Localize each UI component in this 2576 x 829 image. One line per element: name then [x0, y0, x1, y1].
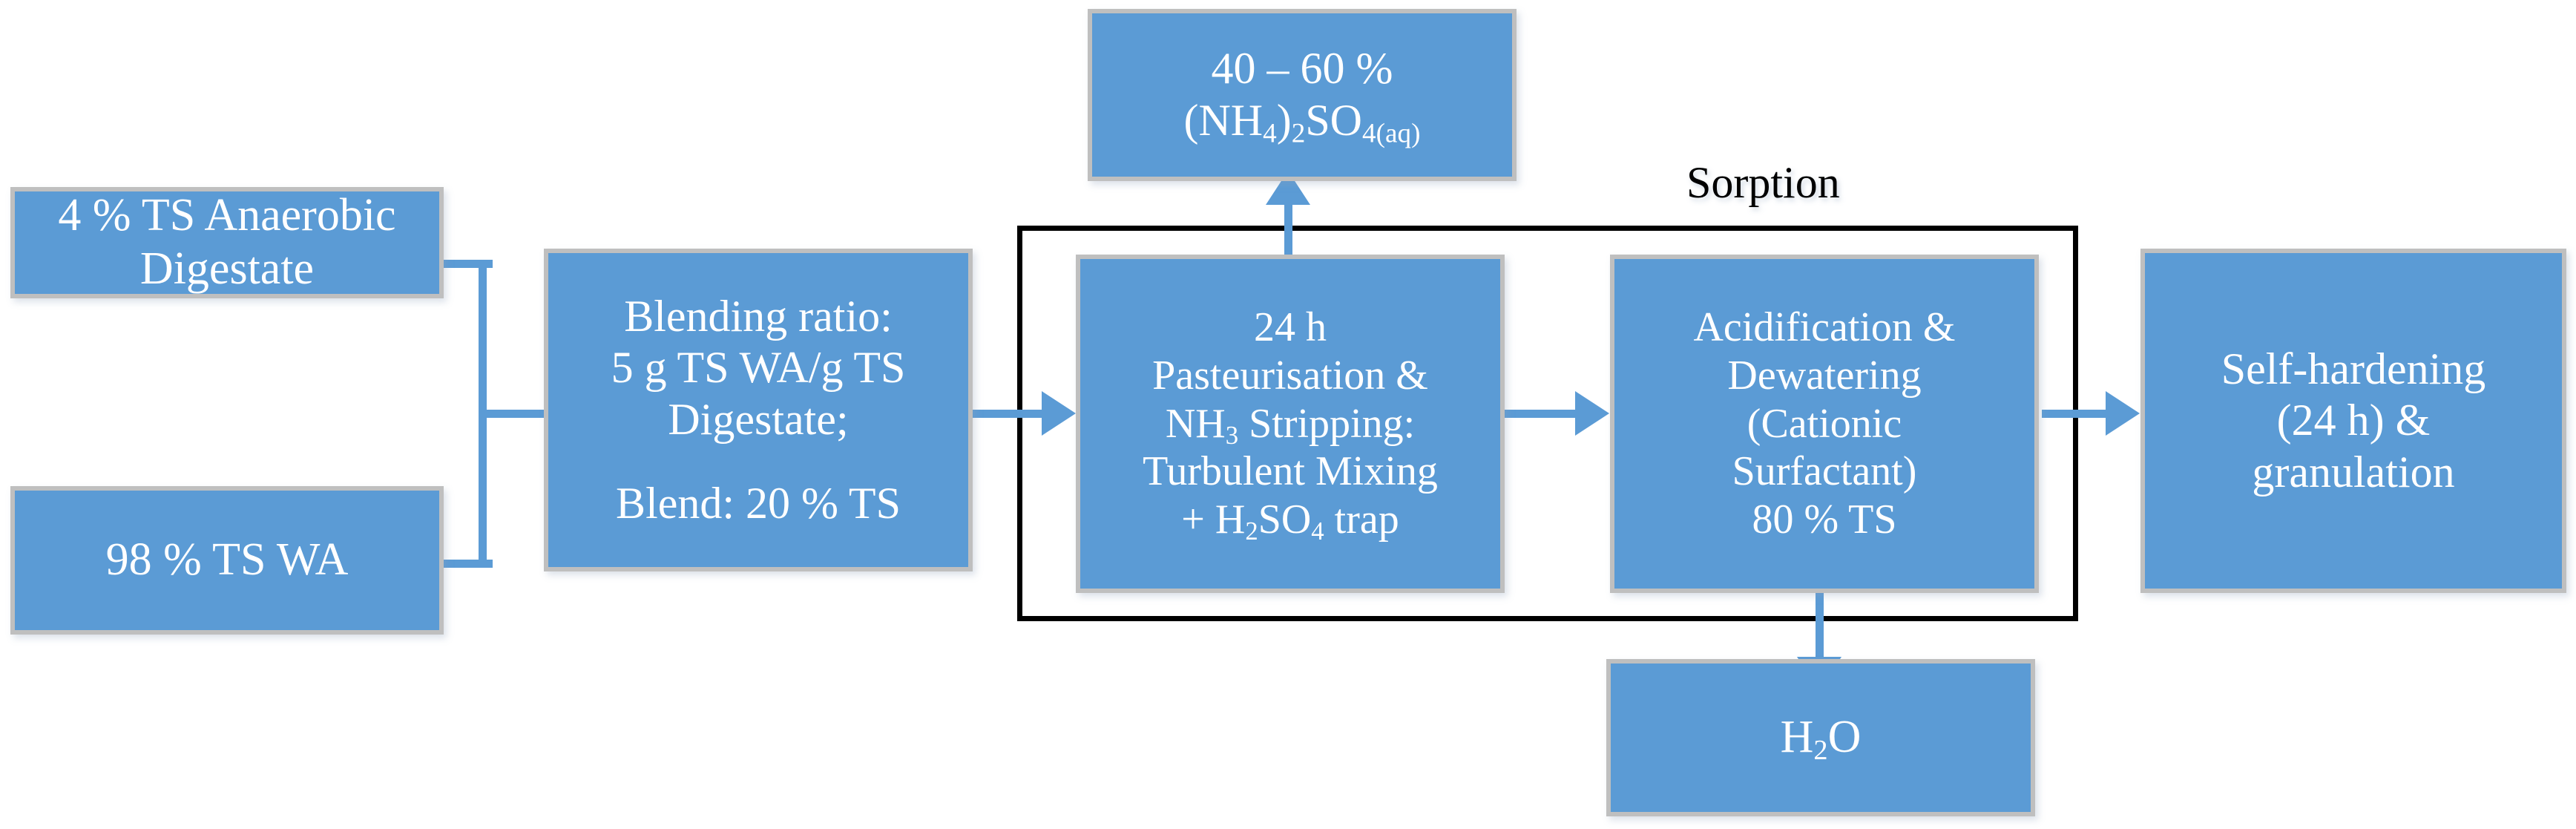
sorption-enclosure-label: Sorption	[1686, 158, 1840, 207]
node-line: 24 h	[1254, 304, 1327, 350]
node-self-hardening[interactable]: Self-hardening (24 h) & granulation	[2140, 249, 2566, 593]
node-line: Digestate;	[668, 394, 849, 444]
connector-digestate-horizontal	[439, 260, 493, 268]
node-line: 80 % TS	[1752, 497, 1897, 543]
node-line: 98 % TS WA	[105, 534, 349, 586]
arrow-into-acidification	[1575, 391, 1609, 436]
connector-blending-horizontal	[479, 410, 574, 418]
connector-woodash-horizontal	[439, 560, 493, 568]
node-line: Dewatering	[1727, 352, 1922, 399]
node-line-formula: (NH4)2SO4(aq)	[1183, 96, 1421, 149]
connector-acidification-to-selfhardening	[2042, 410, 2106, 418]
node-line: Acidification &	[1693, 304, 1956, 350]
node-line: (Cationic	[1747, 400, 1902, 447]
connector-blending-to-pasteurisation	[970, 410, 1042, 418]
node-line: Turbulent Mixing	[1143, 448, 1438, 495]
node-line: Blend: 20 % TS	[616, 478, 901, 528]
node-ammonium-sulfate-product[interactable]: 40 – 60 % (NH4)2SO4(aq)	[1088, 9, 1517, 181]
node-acidification-dewatering[interactable]: Acidification & Dewatering (Cationic Sur…	[1610, 255, 2039, 593]
node-water-output[interactable]: H2O	[1606, 659, 2035, 816]
node-line-formula: + H2SO4 trap	[1181, 497, 1399, 546]
node-line: (24 h) &	[2276, 396, 2431, 445]
node-line: Digestate	[139, 243, 315, 294]
connector-pasteurisation-to-sulfate-vertical	[1284, 184, 1292, 258]
node-line: Self-hardening	[2221, 344, 2486, 393]
node-line-formula: H2O	[1780, 712, 1862, 767]
node-line: Pasteurisation &	[1152, 352, 1428, 399]
sorption-enclosure	[1017, 226, 2078, 621]
node-wood-ash-input[interactable]: 98 % TS WA	[10, 486, 444, 635]
connector-pasteurisation-to-acidification	[1501, 410, 1575, 418]
node-line: Blending ratio:	[624, 291, 893, 341]
arrow-into-pasteurisation	[1042, 391, 1076, 436]
node-blending[interactable]: Blending ratio: 5 g TS WA/g TS Digestate…	[544, 249, 973, 571]
arrow-into-self-hardening	[2106, 391, 2140, 436]
connector-acidification-to-water-vertical	[1816, 575, 1824, 657]
node-line: 40 – 60 %	[1211, 44, 1393, 94]
node-pasteurisation-stripping[interactable]: 24 h Pasteurisation & NH3 Stripping: Tur…	[1076, 255, 1505, 593]
node-line: Surfactant)	[1732, 448, 1917, 495]
node-line-formula: NH3 Stripping:	[1165, 400, 1416, 450]
node-digestate-input[interactable]: 4 % TS Anaerobic Digestate	[10, 187, 444, 298]
node-line: granulation	[2252, 447, 2455, 497]
node-line: 5 g TS WA/g TS	[611, 343, 906, 393]
node-line: 4 % TS Anaerobic	[58, 190, 396, 241]
